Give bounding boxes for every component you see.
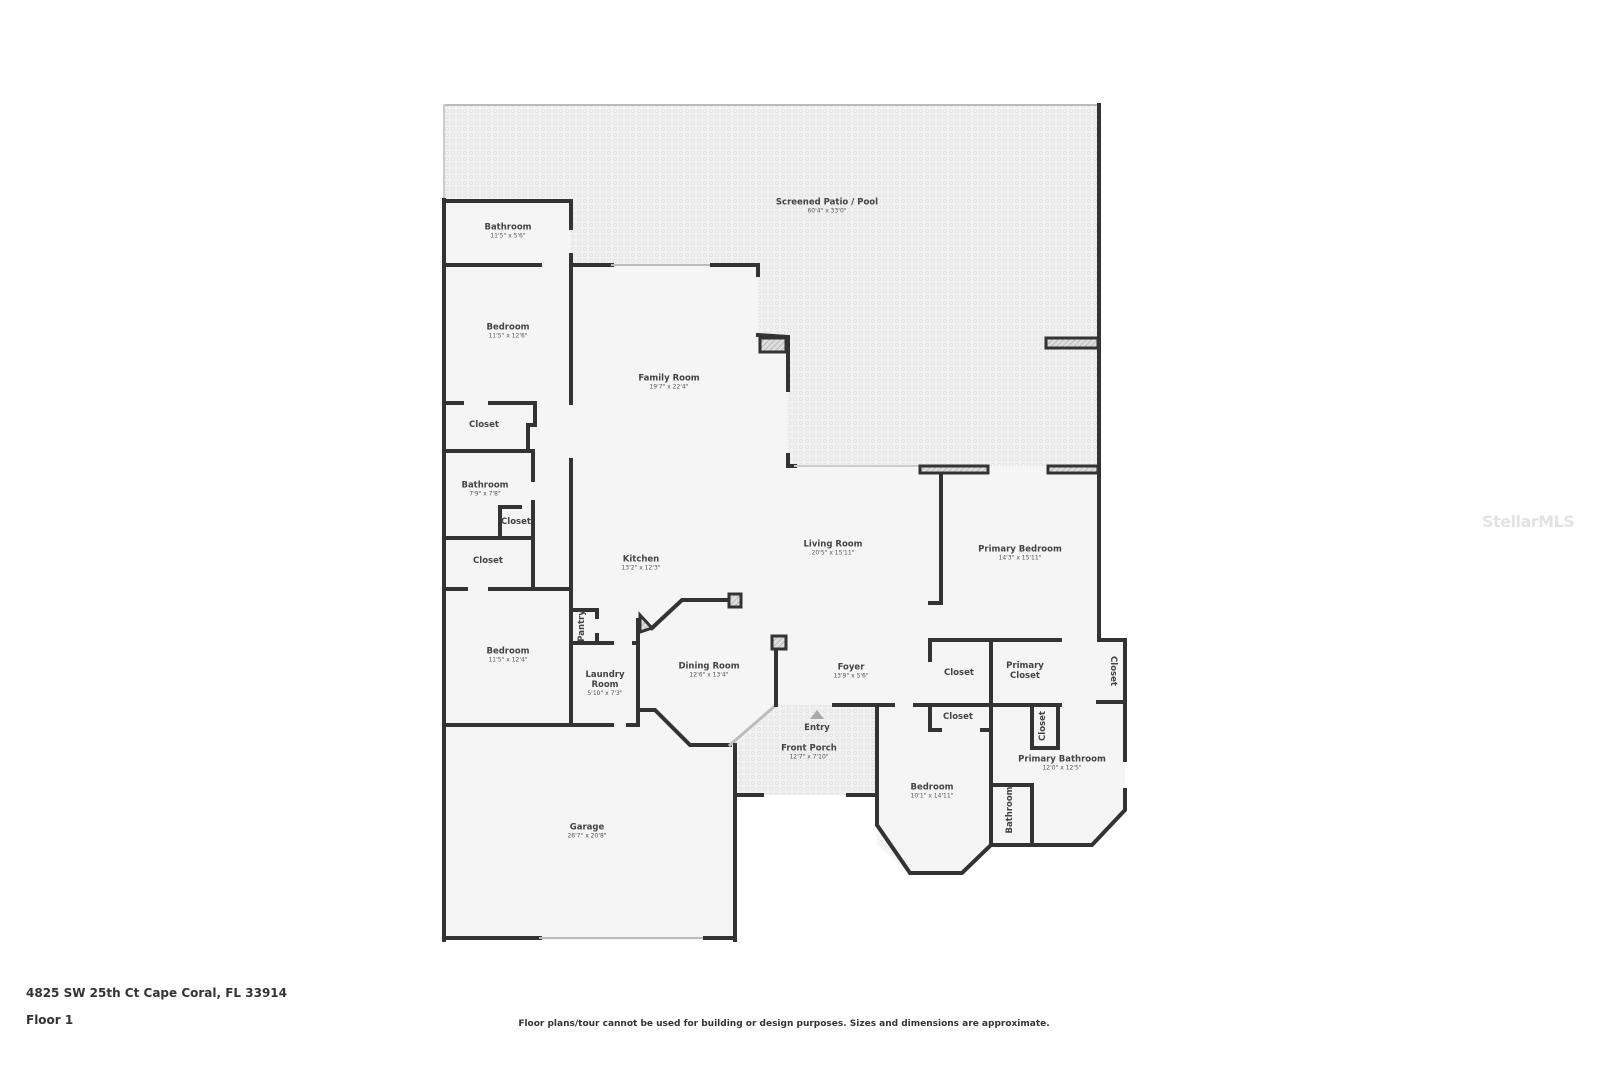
- room-name: Bathroom: [1005, 786, 1016, 834]
- room-name: Screened Patio / Pool: [775, 197, 879, 208]
- room-dimensions: 12'7" x 7'10": [789, 753, 829, 761]
- stellarmls-watermark: StellarMLS: [1482, 512, 1575, 531]
- interior-floor: [444, 201, 1125, 940]
- porch-floor: [735, 705, 877, 795]
- floor-label: Floor 1: [26, 1013, 74, 1027]
- room-dimensions: 12'0" x 12'5": [1042, 764, 1082, 772]
- room-dimensions: 12'6" x 13'4": [689, 671, 729, 679]
- room-name: Garage: [569, 822, 605, 833]
- room-label-closet: Closet: [943, 712, 973, 723]
- room-dimensions: 14'3" x 15'11": [998, 554, 1042, 562]
- room-dimensions: 60'4" x 33'0": [807, 207, 847, 215]
- entry-label: Entry: [804, 723, 830, 734]
- room-dimensions: 26'7" x 20'8": [567, 832, 607, 840]
- patio-floor: [444, 105, 1099, 466]
- room-name: Front Porch: [781, 743, 837, 754]
- address: 4825 SW 25th Ct Cape Coral, FL 33914: [26, 986, 288, 1000]
- room-name: Primary Bathroom: [1018, 754, 1106, 765]
- room-name: Kitchen: [622, 554, 660, 565]
- room-label-closet: Closet: [469, 420, 499, 431]
- room-name: Closet: [1038, 711, 1049, 741]
- room-name: Bedroom: [486, 322, 530, 333]
- room-name: Family Room: [638, 373, 700, 384]
- room-label-primary-closet: Primary Closet: [1000, 661, 1050, 682]
- room-dimensions: 20'5" x 15'11": [811, 549, 855, 557]
- room-name: Closet: [469, 420, 499, 431]
- room-dimensions: 5'10" x 7'3": [587, 689, 623, 697]
- room-name: Bathroom: [484, 222, 532, 233]
- room-dimensions: 11'5" x 5'6": [490, 232, 526, 240]
- room-dimensions: 19'7" x 22'4": [649, 383, 689, 391]
- walls: [442, 103, 1127, 942]
- room-name: Primary Bedroom: [978, 544, 1062, 555]
- room-name: Bathroom: [461, 480, 509, 491]
- room-name: Bedroom: [486, 646, 530, 657]
- room-dimensions: 11'5" x 12'6": [488, 332, 528, 340]
- room-name: Pantry: [577, 610, 588, 642]
- room-dimensions: 7'9" x 7'8": [469, 490, 501, 498]
- disclaimer: Floor plans/tour cannot be used for buil…: [518, 1019, 1050, 1029]
- entry-arrow-icon: [810, 710, 824, 719]
- room-name: Primary Closet: [1006, 661, 1044, 681]
- room-name: Closet: [473, 556, 503, 567]
- room-name: Laundry Room: [585, 669, 625, 690]
- room-label-pantry: Pantry: [577, 610, 588, 642]
- room-label-closet: Closet: [473, 556, 503, 567]
- room-name: Entry: [804, 723, 830, 734]
- room-label-closet: Closet: [1038, 711, 1049, 741]
- room-name: Closet: [1107, 656, 1118, 686]
- room-name: Closet: [501, 517, 531, 528]
- room-name: Closet: [944, 668, 974, 679]
- room-label-closet: Closet: [1107, 656, 1118, 686]
- room-label-closet: Closet: [944, 668, 974, 679]
- room-name: Living Room: [803, 539, 863, 550]
- room-label-closet: Closet: [501, 517, 531, 528]
- room-name: Closet: [943, 712, 973, 723]
- room-dimensions: 13'9" x 5'6": [833, 672, 869, 680]
- room-dimensions: 11'5" x 12'4": [488, 656, 528, 664]
- room-label-bathroom: Bathroom: [1005, 786, 1016, 834]
- room-dimensions: 10'1" x 14'11": [910, 792, 954, 800]
- room-name: Bedroom: [910, 782, 954, 793]
- room-name: Dining Room: [678, 661, 740, 672]
- room-dimensions: 13'2" x 12'3": [621, 564, 661, 572]
- room-name: Foyer: [837, 662, 865, 673]
